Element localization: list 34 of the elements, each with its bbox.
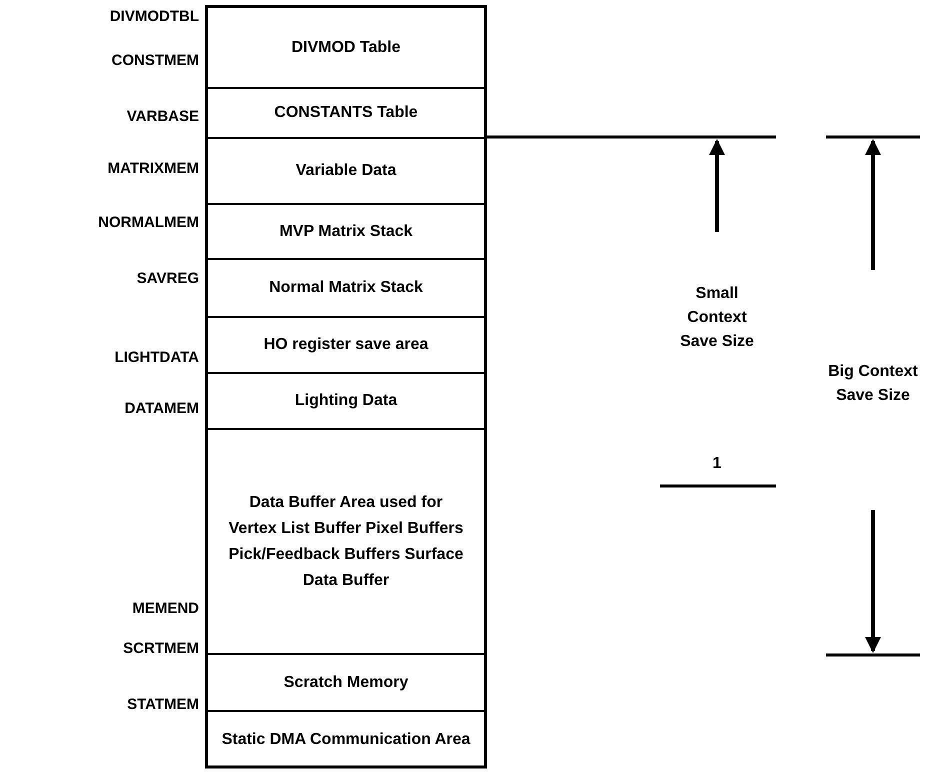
memory-region bbox=[205, 5, 487, 87]
address-label: VARBASE bbox=[126, 108, 199, 125]
address-label: NORMALMEM bbox=[98, 214, 199, 231]
memory-region bbox=[205, 710, 487, 767]
region-label: Data Buffer Area used for Vertex List Buffer Pixel Buffers Pick/Feedback Buffers Surface Data Buffer bbox=[228, 492, 464, 590]
region-label: DIVMOD Table bbox=[291, 38, 401, 58]
memory-region bbox=[205, 653, 487, 710]
memory-region bbox=[205, 137, 487, 203]
address-label: SCRTMEM bbox=[123, 640, 199, 657]
dimension-label: Big Context Save Size bbox=[827, 362, 919, 406]
region-label: Lighting Data bbox=[294, 391, 398, 411]
address-label: DATAMEM bbox=[124, 400, 199, 417]
address-label: MEMEND bbox=[132, 600, 199, 617]
region-label: Variable Data bbox=[296, 161, 396, 181]
region-label: Scratch Memory bbox=[284, 672, 408, 692]
region-label: Normal Matrix Stack bbox=[269, 278, 423, 298]
region-label: MVP Matrix Stack bbox=[279, 222, 413, 242]
region-label: HO register save area bbox=[264, 335, 428, 355]
address-label: LIGHTDATA bbox=[114, 349, 199, 366]
address-label: STATMEM bbox=[127, 696, 199, 713]
memory-region bbox=[205, 203, 487, 258]
memory-region bbox=[205, 316, 487, 372]
dimension-label: Small Context Save Size bbox=[679, 284, 755, 352]
memory-region bbox=[205, 428, 487, 653]
reference-number: 1 bbox=[712, 454, 722, 474]
region-label: Static DMA Communication Area bbox=[222, 730, 470, 750]
address-label: MATRIXMEM bbox=[108, 160, 199, 177]
region-label: CONSTANTS Table bbox=[274, 103, 418, 123]
memory-region bbox=[205, 258, 487, 316]
address-label: SAVREG bbox=[136, 270, 199, 287]
address-label: DIVMODTBL bbox=[110, 8, 199, 25]
memory-region bbox=[205, 87, 487, 137]
address-label: CONSTMEM bbox=[112, 52, 199, 69]
memory-region bbox=[205, 372, 487, 428]
